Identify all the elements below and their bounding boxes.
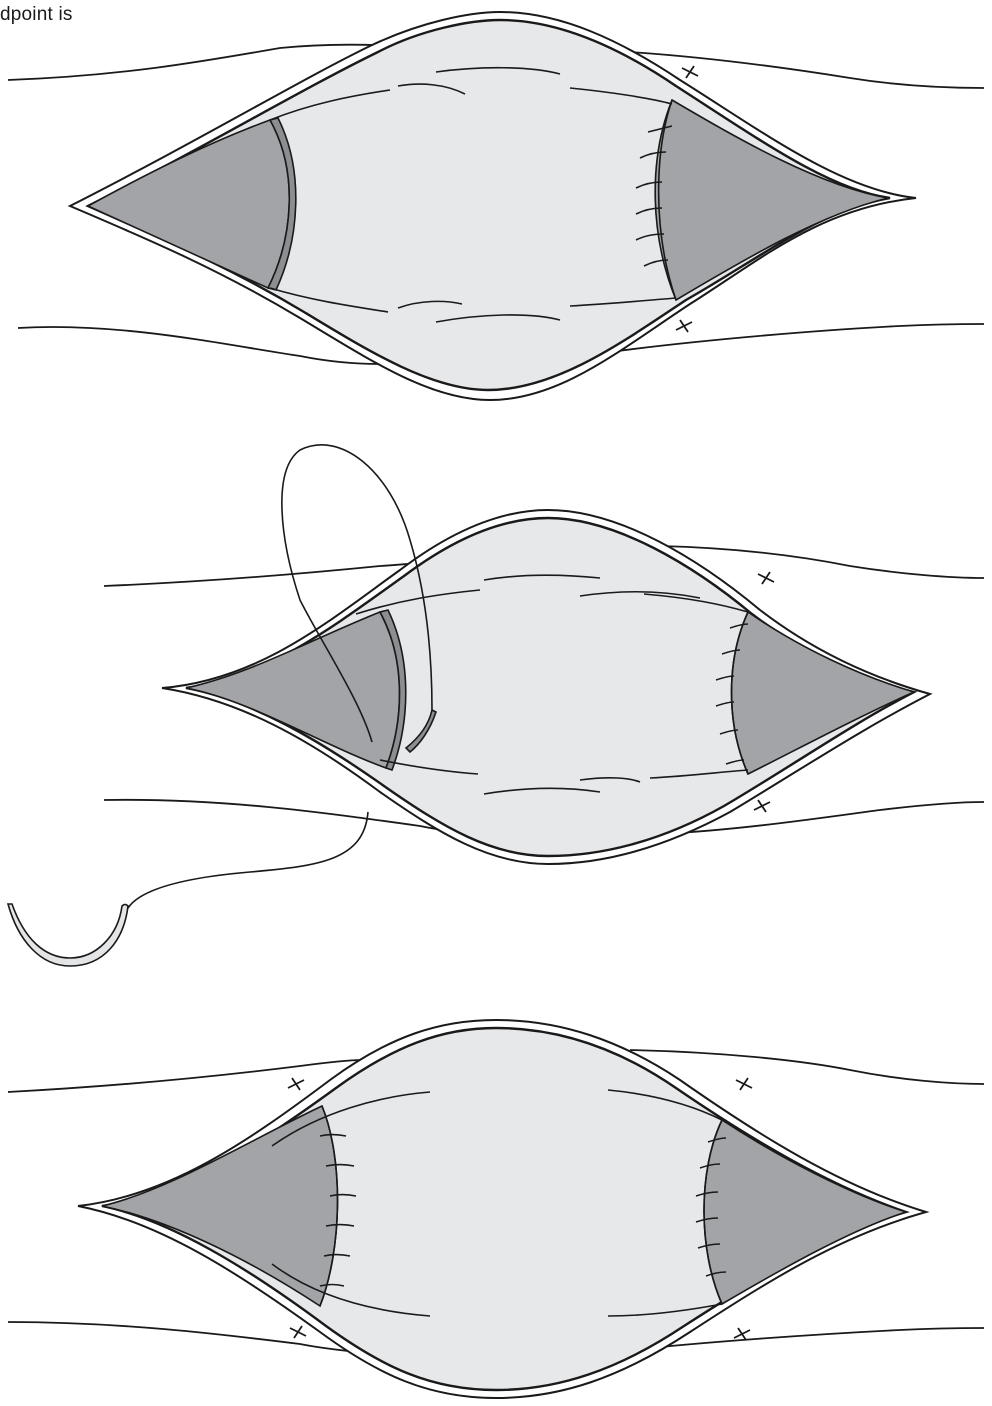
panel-1 (8, 12, 984, 400)
knot-icon (736, 1078, 752, 1090)
knot-icon (290, 1326, 306, 1338)
skin-line-lower-right (610, 324, 984, 352)
left-flap (186, 612, 400, 768)
skin-line-upper-left (8, 1060, 362, 1092)
knot-icon (288, 1078, 304, 1090)
knot-icon (758, 572, 774, 584)
left-flap (102, 1106, 338, 1306)
knot-icon (676, 320, 692, 332)
suture-thread-tail (128, 812, 368, 908)
panel-2 (8, 445, 984, 966)
right-flap (655, 100, 888, 300)
skin-line-upper-right (630, 1050, 984, 1084)
knot-icon (734, 1328, 750, 1340)
right-flap (704, 1120, 906, 1304)
needle-icon (8, 904, 128, 966)
knot-icon (682, 66, 698, 78)
panel-3 (8, 1020, 984, 1398)
knot-icon (754, 800, 770, 812)
